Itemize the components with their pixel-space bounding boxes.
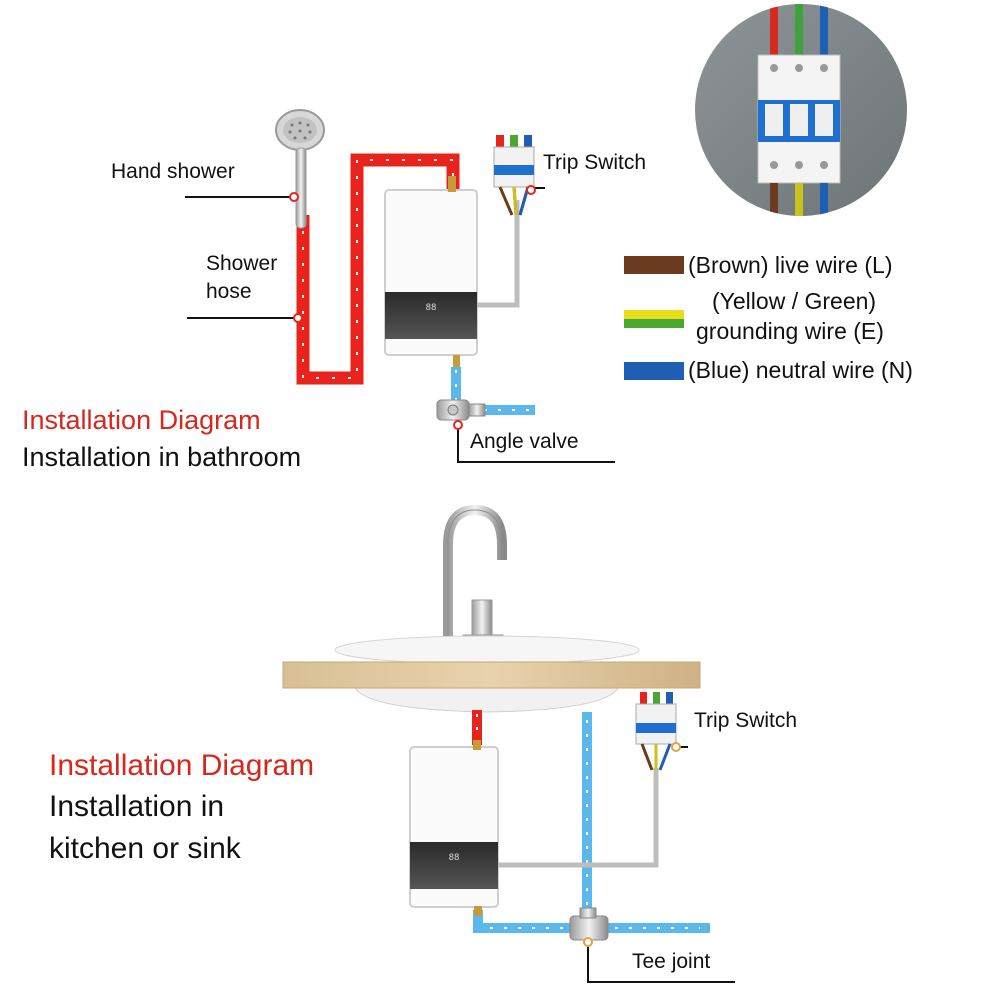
- legend-text-neutral: (Blue) neutral wire (N): [688, 357, 913, 383]
- label-angle-valve: Angle valve: [470, 430, 579, 453]
- sink-icon: [334, 635, 640, 713]
- label-hand-shower: Hand shower: [111, 160, 235, 183]
- subtitle-kitchen-line1: Installation in: [49, 790, 225, 823]
- hand-shower-icon: [275, 109, 325, 229]
- shower-hose-pipe: [296, 153, 460, 385]
- leader-lines-bathroom: [185, 187, 615, 463]
- legend-text-ground-1: (Yellow / Green): [712, 288, 877, 314]
- label-trip-switch-kitchen: Trip Switch: [694, 709, 798, 732]
- label-shower-hose-line1: Shower: [206, 252, 278, 275]
- faucet-icon: [443, 504, 507, 646]
- power-cable-kitchen: [498, 768, 659, 868]
- tee-joint-icon: [569, 907, 609, 941]
- subtitle-bathroom: Installation in bathroom: [22, 442, 302, 472]
- subtitle-kitchen-line2: kitchen or sink: [49, 832, 241, 865]
- label-tee-joint: Tee joint: [632, 950, 711, 973]
- legend-text-live: (Brown) live wire (L): [688, 252, 893, 278]
- callout-dots-kitchen: [583, 742, 681, 947]
- breaker-photo-icon: [695, 4, 907, 216]
- svg-text:88: 88: [426, 303, 437, 313]
- legend-text-ground-2: grounding wire (E): [696, 318, 884, 344]
- label-shower-hose-line2: hose: [206, 280, 252, 303]
- power-cable-bathroom: [477, 200, 520, 308]
- label-trip-switch-bathroom: Trip Switch: [543, 151, 647, 174]
- countertop: [282, 661, 701, 689]
- water-heater-icon: 88: [384, 176, 478, 367]
- svg-text:88: 88: [449, 853, 460, 863]
- water-heater-icon: 88: [409, 740, 499, 916]
- title-kitchen: Installation Diagram: [49, 749, 315, 782]
- trip-switch-icon: [635, 692, 677, 771]
- trip-switch-icon: [493, 135, 535, 216]
- angle-valve-icon: [436, 399, 486, 421]
- legend-swatch-live: [624, 256, 684, 274]
- callout-dots-bathroom: [289, 185, 536, 430]
- legend-swatch-neutral: [624, 362, 684, 380]
- legend-swatch-ground: [624, 310, 684, 328]
- title-bathroom: Installation Diagram: [22, 405, 261, 435]
